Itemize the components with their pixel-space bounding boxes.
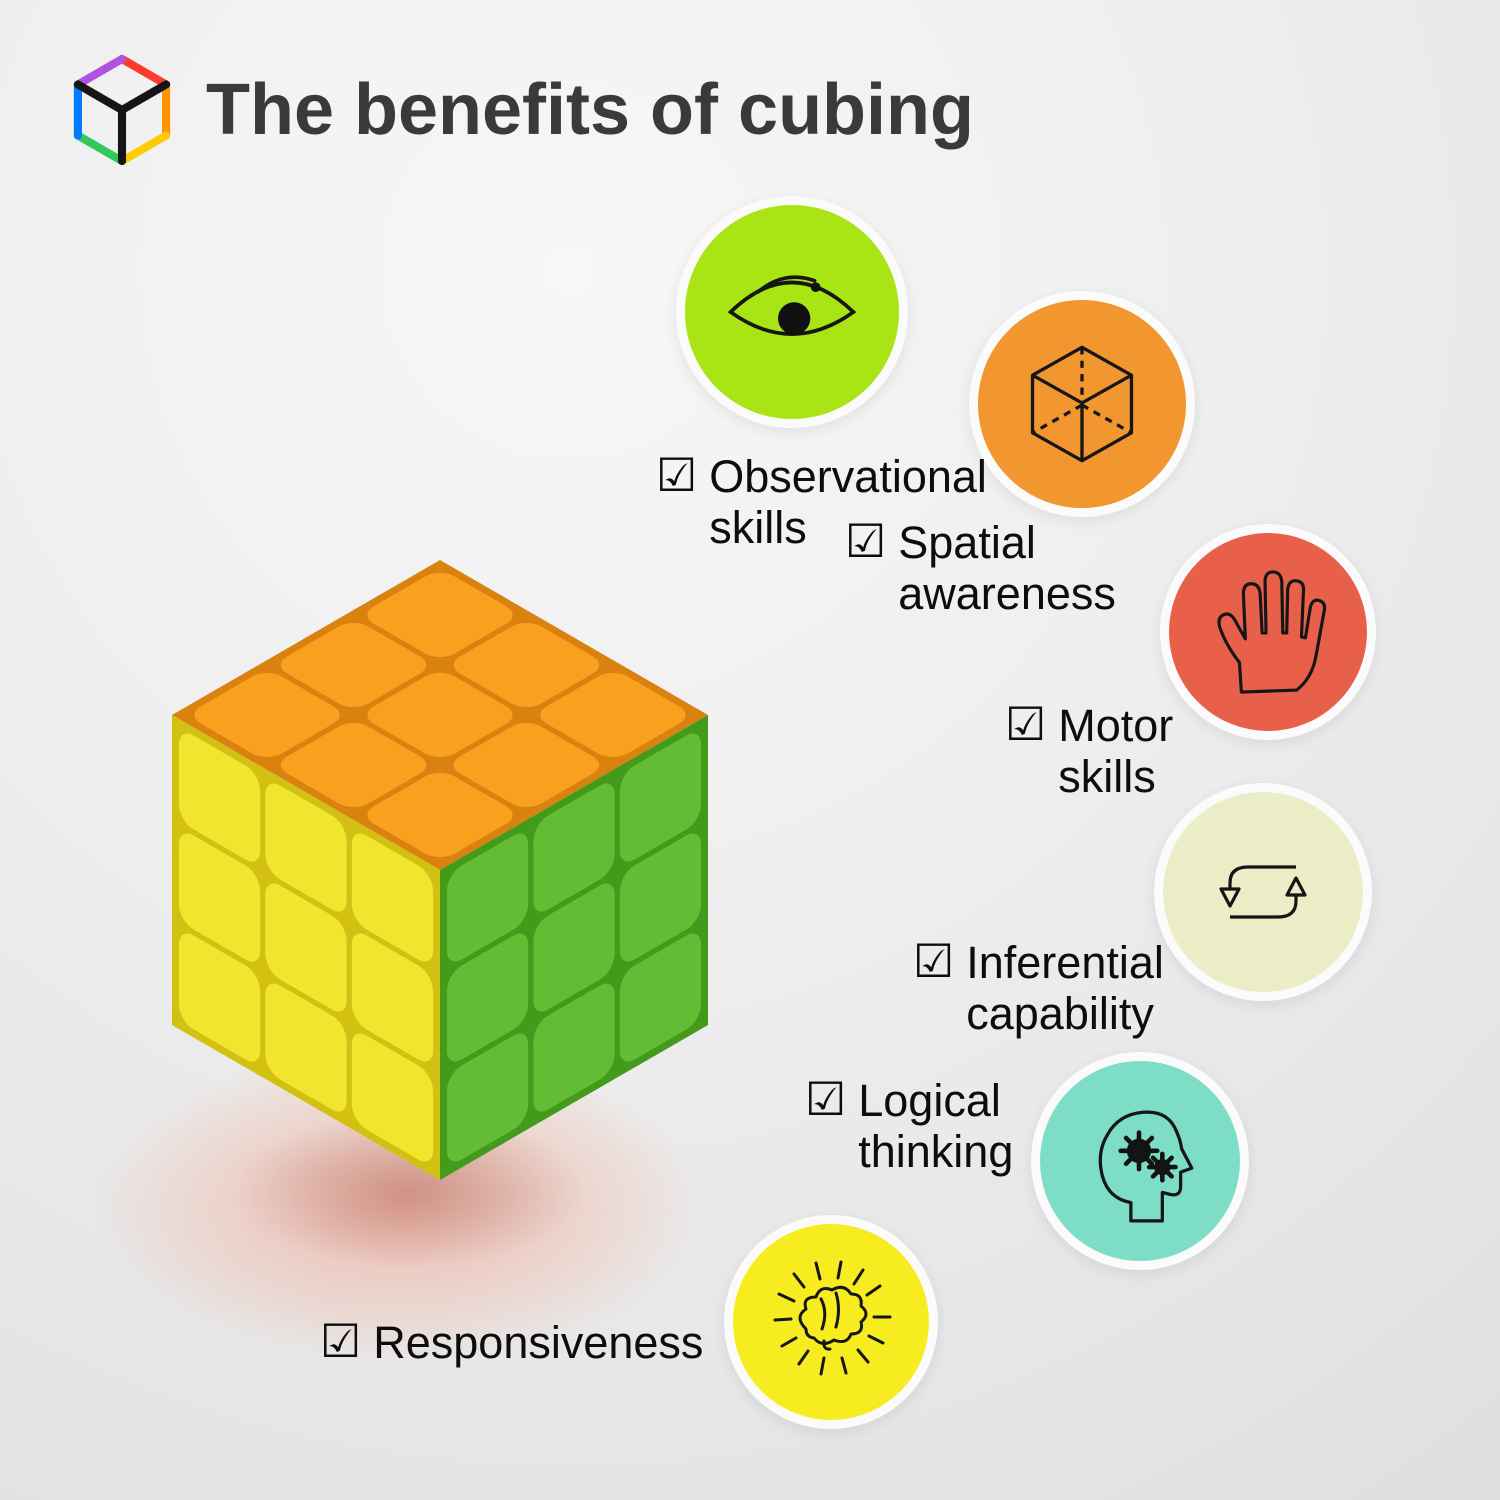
benefit-text: Observational [709, 451, 987, 502]
rubiks-cube-image [172, 560, 708, 1180]
checkbox-icon: ☑ [805, 1072, 847, 1126]
cube-top-stickers [194, 572, 686, 858]
benefit-label-motor: ☑ Motor skills [1005, 697, 1174, 803]
checkbox-icon: ☑ [845, 514, 887, 568]
brain-rays-icon [773, 1260, 892, 1376]
benefit-badge-observational [676, 196, 908, 428]
checkbox-icon: ☑ [656, 448, 698, 502]
header: The benefits of cubing [64, 52, 974, 168]
benefit-text: Logical [858, 1075, 1001, 1126]
cube-left-stickers [178, 733, 434, 1162]
benefit-badge-responsiveness [724, 1215, 938, 1429]
benefit-label-observational: ☑ Observational skills [656, 448, 987, 554]
benefit-text: thinking [858, 1125, 1014, 1177]
benefit-text: Spatial [898, 517, 1036, 568]
benefit-text: Inferential [966, 937, 1164, 988]
benefit-badge-logical [1031, 1052, 1249, 1270]
hand-icon [1217, 570, 1327, 694]
cube-right-stickers [446, 733, 702, 1162]
eye-icon [727, 275, 857, 336]
benefit-text: skills [709, 501, 807, 553]
cube-right-shading [440, 715, 708, 1180]
cycle-arrows-icon [1219, 865, 1307, 919]
benefit-badge-inferential [1154, 783, 1372, 1001]
wireframe-cube-icon [1030, 345, 1134, 463]
benefit-label-inferential: ☑ Inferential capability [913, 934, 1164, 1040]
checkbox-icon: ☑ [1005, 697, 1047, 751]
benefit-label-logical: ☑ Logical thinking [805, 1072, 1014, 1178]
checkbox-icon: ☑ [320, 1314, 362, 1368]
benefit-text: Responsiveness [373, 1317, 704, 1368]
benefit-label-responsiveness: ☑ Responsiveness [320, 1314, 704, 1369]
checkbox-icon: ☑ [913, 934, 955, 988]
benefit-badge-motor [1160, 524, 1376, 740]
head-gears-icon [1098, 1110, 1194, 1223]
brand-cube-logo-icon [73, 54, 171, 166]
benefit-text: awareness [898, 567, 1116, 619]
benefit-text: skills [1058, 750, 1156, 802]
benefit-label-spatial: ☑ Spatial awareness [845, 514, 1116, 620]
benefit-text: capability [966, 987, 1154, 1039]
benefit-badge-spatial [969, 291, 1195, 517]
benefit-text: Motor [1058, 700, 1174, 751]
cube-top-highlight [172, 560, 708, 870]
page-title: The benefits of cubing [206, 70, 974, 150]
